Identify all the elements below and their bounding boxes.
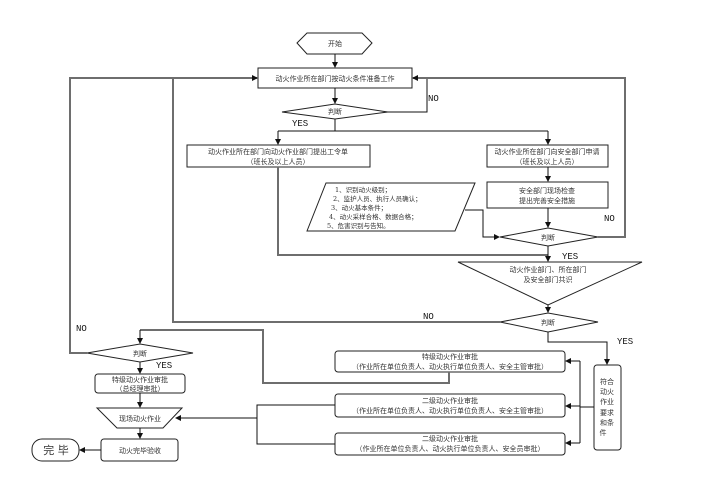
judge-label-4: 判断	[133, 349, 147, 358]
no-label-2: NO	[604, 214, 615, 224]
yes-label-4: YES	[156, 361, 172, 371]
end-node: 完 毕	[31, 438, 80, 462]
approval-box-level2a: 二级动火作业审批 （作业所在单位负责人、动火执行单位负责人、安全主管审批）	[334, 393, 566, 418]
judge-diamond-3: 判断	[499, 312, 599, 333]
acceptance-label: 动火完毕验收	[119, 446, 161, 455]
safety-check-box: 安全部门现场检查 提出完善安全措施	[486, 181, 609, 209]
request-safety-dept-line2: （班长及以上人员）	[516, 157, 579, 166]
connector-work-dept-to-consensus	[277, 167, 548, 256]
safety-check-line2: 提出完善安全措施	[519, 196, 575, 205]
checklist-box: 1、识别动火级别； 2、监护人员、执行人员确认； 3、动火基本条件； 4、动火采…	[306, 182, 476, 232]
onsite-work-node: 现场动火作业	[95, 407, 184, 429]
prep-label: 动火作业所在部门按动火条件准备工作	[276, 74, 395, 83]
connector-judge3-no	[172, 78, 500, 323]
prep-box: 动火作业所在部门按动火条件准备工作	[257, 67, 413, 89]
connector-judge3-yes	[547, 332, 610, 365]
approval-approvers-level2b: （作业所在单位负责人、动火执行单位负责人、安全员审批）	[356, 444, 545, 453]
consensus-line2: 及安全部门共识	[524, 275, 573, 284]
request-safety-dept-line1: 动火作业所在部门向安全部门申请	[495, 147, 600, 156]
connector-level2-merge	[256, 404, 335, 445]
connector-checklist-judge2	[465, 209, 500, 240]
approval-approvers-level2a: （作业所在单位负责人、动火执行单位负责人、安全主管审批）	[352, 406, 548, 415]
checklist-item-3: 3、动火基本条件；	[331, 203, 387, 212]
compliance-row-5: 和条	[600, 418, 614, 427]
judge-diamond-4: 判断	[86, 343, 194, 363]
special-gm-approval-line2: （总经理审批）	[116, 384, 165, 393]
start-label: 开始	[328, 39, 342, 48]
request-safety-dept-box: 动火作业所在部门向安全部门申请 （班长及以上人员）	[486, 144, 609, 168]
compliance-row-6: 件	[600, 428, 607, 437]
judge-label-2: 判断	[541, 233, 555, 242]
no-label-3: NO	[423, 312, 434, 322]
yes-label-1: YES	[292, 119, 308, 129]
approval-box-special: 特级动火作业审批 （作业所在单位负责人、动火执行单位负责人、安全主管审批）	[334, 350, 566, 373]
yes-label-3: YES	[617, 337, 633, 347]
safety-check-line1: 安全部门现场检查	[519, 186, 575, 195]
judge-label-3: 判断	[541, 318, 555, 327]
checklist-item-5: 5、危害识别与告知。	[327, 221, 390, 230]
compliance-row-2: 动火	[600, 387, 614, 396]
connector-judge1-no	[388, 78, 428, 113]
checklist-item-1: 1、识别动火级别；	[335, 185, 391, 194]
judge-diamond-2: 判断	[499, 227, 599, 247]
approval-box-level2b: 二级动火作业审批 （作业所在单位负责人、动火执行单位负责人、安全员审批）	[334, 432, 566, 456]
approval-title-level2a: 二级动火作业审批	[422, 396, 478, 405]
checklist-item-4: 4、动火采样合格、数据合格；	[329, 212, 418, 221]
yes-label-2: YES	[562, 252, 578, 262]
request-work-dept-line1: 动火作业所在部门向动火作业部门提出工令单	[208, 147, 348, 156]
onsite-work-label: 现场动火作业	[119, 414, 161, 423]
connector-special-to-judge4	[140, 329, 450, 384]
approval-approvers-special: （作业所在单位负责人、动火执行单位负责人、安全主管审批）	[352, 362, 548, 371]
consensus-triangle: 动火作业部门、所在部门 及安全部门共识	[457, 261, 643, 306]
start-node: 开始	[296, 32, 373, 55]
no-label-4: NO	[76, 324, 87, 334]
end-label: 完 毕	[43, 443, 69, 457]
approval-title-special: 特级动火作业审批	[422, 352, 478, 361]
compliance-box: 符合 动火 作业 要求 和条 件	[593, 364, 622, 451]
request-work-dept-box: 动火作业所在部门向动火作业部门提出工令单 （班长及以上人员）	[186, 144, 371, 168]
acceptance-box: 动火完毕验收	[100, 438, 179, 462]
compliance-row-3: 作业	[600, 397, 614, 406]
judge-diamond-1: 判断	[281, 103, 389, 120]
special-gm-approval-line1: 特级动火作业审批	[112, 375, 168, 384]
consensus-line1: 动火作业部门、所在部门	[510, 265, 587, 274]
special-gm-approval-box: 特级动火作业审批 （总经理审批）	[94, 373, 186, 394]
no-label-1: NO	[428, 94, 439, 104]
judge-label-1: 判断	[328, 107, 342, 116]
connector-judge4-no	[69, 75, 258, 354]
checklist-item-2: 2、监护人员、执行人员确认；	[333, 194, 422, 203]
approval-title-level2b: 二级动火作业审批	[422, 434, 478, 443]
request-work-dept-line2: （班长及以上人员）	[247, 157, 310, 166]
compliance-row-1: 符合	[600, 377, 614, 386]
compliance-row-4: 要求	[600, 408, 614, 417]
connector-judge2-no	[412, 75, 626, 238]
